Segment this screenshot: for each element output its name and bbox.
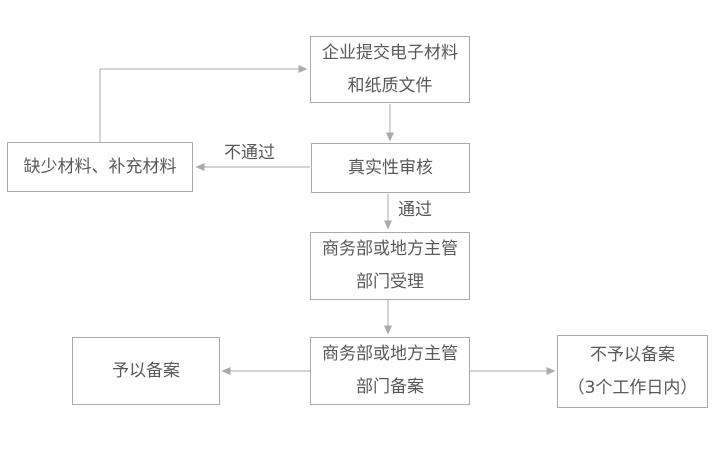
node-department-filing: 商务部或地方主管 部门备案 (310, 337, 470, 405)
edge-missing-to-submit (99, 65, 308, 142)
node-label: 部门受理 (356, 272, 424, 292)
node-authenticity-review: 真实性审核 (311, 143, 470, 193)
node-label: 商务部或地方主管 (322, 344, 458, 364)
node-label: 不予以备案 (590, 344, 675, 365)
node-filing-denied: 不予以备案 （3个工作日内） (557, 335, 708, 408)
node-label: 部门备案 (356, 377, 424, 397)
node-label: （3个工作日内） (567, 377, 698, 398)
node-label: 企业提交电子材料 (322, 42, 458, 63)
edge-label-fail: 不通过 (224, 143, 275, 163)
node-label: 商务部或地方主管 (322, 239, 458, 259)
node-label: 和纸质文件 (347, 75, 433, 96)
node-label: 真实性审核 (348, 157, 433, 178)
node-missing-materials: 缺少材料、补充材料 (7, 142, 193, 192)
node-department-acceptance: 商务部或地方主管 部门受理 (310, 232, 470, 300)
node-filing-granted: 予以备案 (72, 337, 220, 405)
node-label: 予以备案 (112, 360, 180, 381)
node-submit-materials: 企业提交电子材料 和纸质文件 (310, 36, 470, 103)
edge-label-pass: 通过 (398, 200, 432, 220)
node-label: 缺少材料、补充材料 (23, 156, 177, 177)
